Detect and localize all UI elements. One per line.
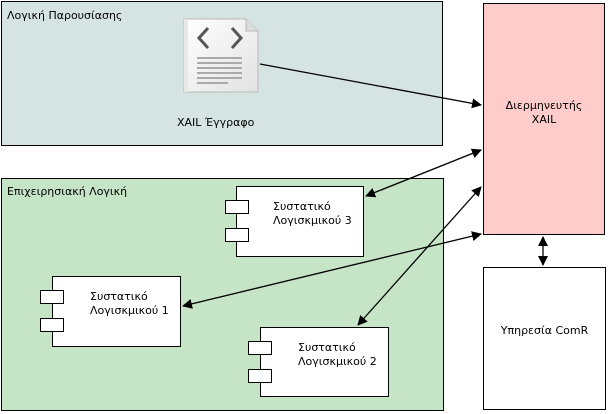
component-port-icon bbox=[225, 200, 249, 214]
component-port-icon bbox=[40, 318, 64, 332]
software-component-2 bbox=[260, 327, 389, 397]
component-3-label: Συστατικό Λογισκμικού 3 bbox=[273, 200, 352, 228]
document-label: XAIL Έγγραφο bbox=[177, 116, 255, 129]
component-3-line2: Λογισκμικού 3 bbox=[273, 214, 352, 227]
component-port-icon bbox=[248, 369, 272, 383]
component-2-line1: Συστατικό bbox=[298, 341, 356, 354]
component-1-line1: Συστατικό bbox=[90, 290, 148, 303]
comr-service bbox=[483, 267, 606, 410]
interpreter-line2: XAIL bbox=[531, 113, 557, 126]
xml-document-icon bbox=[180, 16, 260, 96]
component-1-label: Συστατικό Λογισκμικού 1 bbox=[90, 290, 169, 318]
xail-interpreter bbox=[483, 3, 605, 235]
component-port-icon bbox=[40, 290, 64, 304]
software-component-1 bbox=[52, 276, 181, 347]
interpreter-label: Διερμηνευτής XAIL bbox=[483, 99, 605, 127]
component-port-icon bbox=[248, 341, 272, 355]
component-port-icon bbox=[225, 228, 249, 242]
component-2-label: Συστατικό Λογισκμικού 2 bbox=[298, 341, 377, 369]
component-2-line2: Λογισκμικού 2 bbox=[298, 355, 377, 368]
business-layer-title: Επιχειρησιακή Λογική bbox=[7, 185, 128, 198]
interpreter-line1: Διερμηνευτής bbox=[505, 99, 583, 112]
service-label: Υπηρεσία ComR bbox=[500, 324, 589, 337]
component-1-line2: Λογισκμικού 1 bbox=[90, 304, 169, 317]
component-3-line1: Συστατικό bbox=[273, 200, 331, 213]
presentation-layer-title: Λογική Παρουσίασης bbox=[7, 9, 123, 22]
